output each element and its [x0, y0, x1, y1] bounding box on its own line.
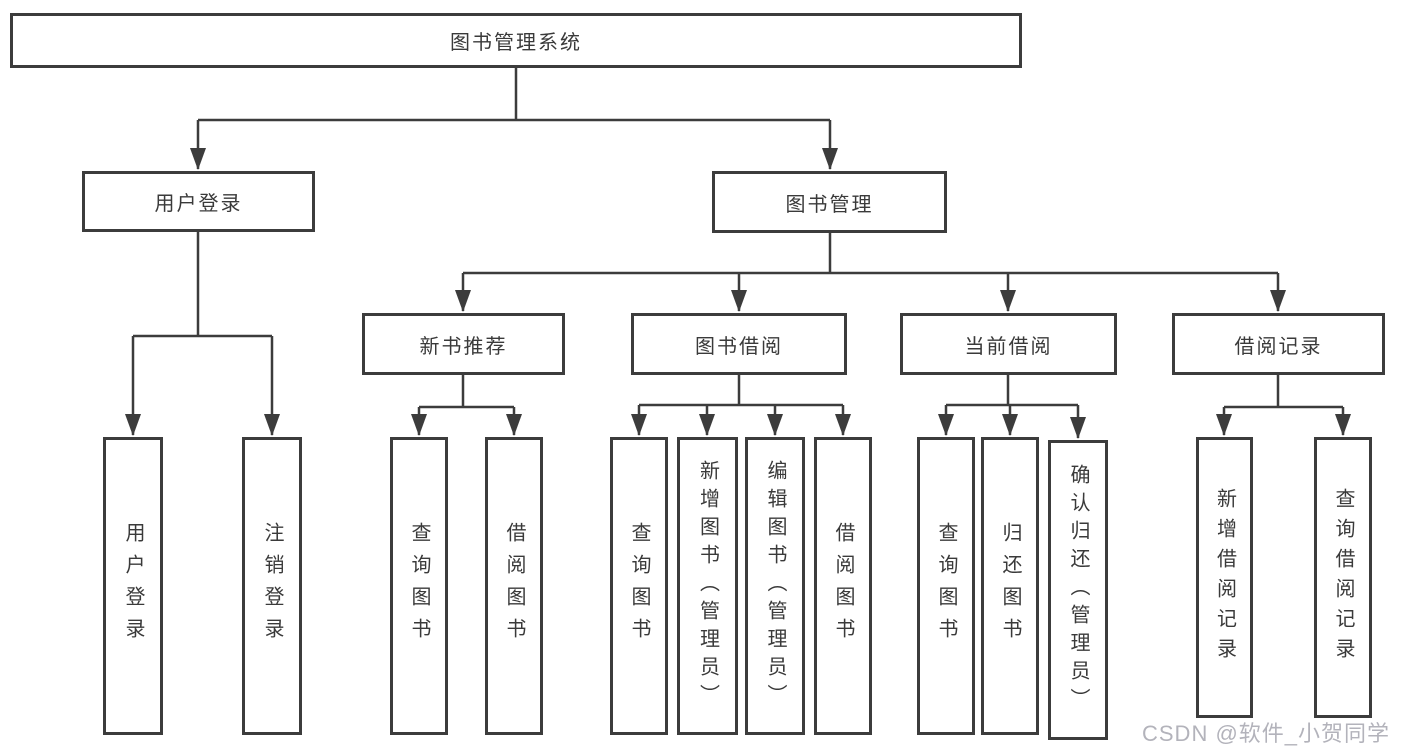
node-user-login: 用户登录 [82, 171, 315, 232]
leaf-logout: 注销登录 [242, 437, 302, 735]
leaf-return-books: 归还图书 [981, 437, 1039, 735]
leaf-add-borrow-record: 新增借阅记录 [1196, 437, 1253, 718]
leaf-confirm-return-admin: 确认归还（管理员） [1048, 440, 1108, 740]
leaf-search-books-borrowing: 查询图书 [610, 437, 668, 735]
leaf-borrow-books-borrowing: 借阅图书 [814, 437, 872, 735]
csdn-watermark: CSDN @软件_小贺同学 [1142, 721, 1391, 746]
node-borrowing-records: 借阅记录 [1172, 313, 1385, 375]
leaf-search-books-recommend: 查询图书 [390, 437, 448, 735]
node-root-library-system: 图书管理系统 [10, 13, 1022, 68]
leaf-edit-books-admin: 编辑图书（管理员） [745, 437, 805, 735]
leaf-add-books-admin: 新增图书（管理员） [677, 437, 738, 735]
leaf-user-login: 用户登录 [103, 437, 163, 735]
leaf-search-books-current: 查询图书 [917, 437, 975, 735]
node-book-borrowing: 图书借阅 [631, 313, 847, 375]
node-new-book-recommend: 新书推荐 [362, 313, 565, 375]
leaf-search-borrow-record: 查询借阅记录 [1314, 437, 1372, 718]
node-current-borrowing: 当前借阅 [900, 313, 1117, 375]
node-book-management: 图书管理 [712, 171, 947, 233]
leaf-borrow-books-recommend: 借阅图书 [485, 437, 543, 735]
